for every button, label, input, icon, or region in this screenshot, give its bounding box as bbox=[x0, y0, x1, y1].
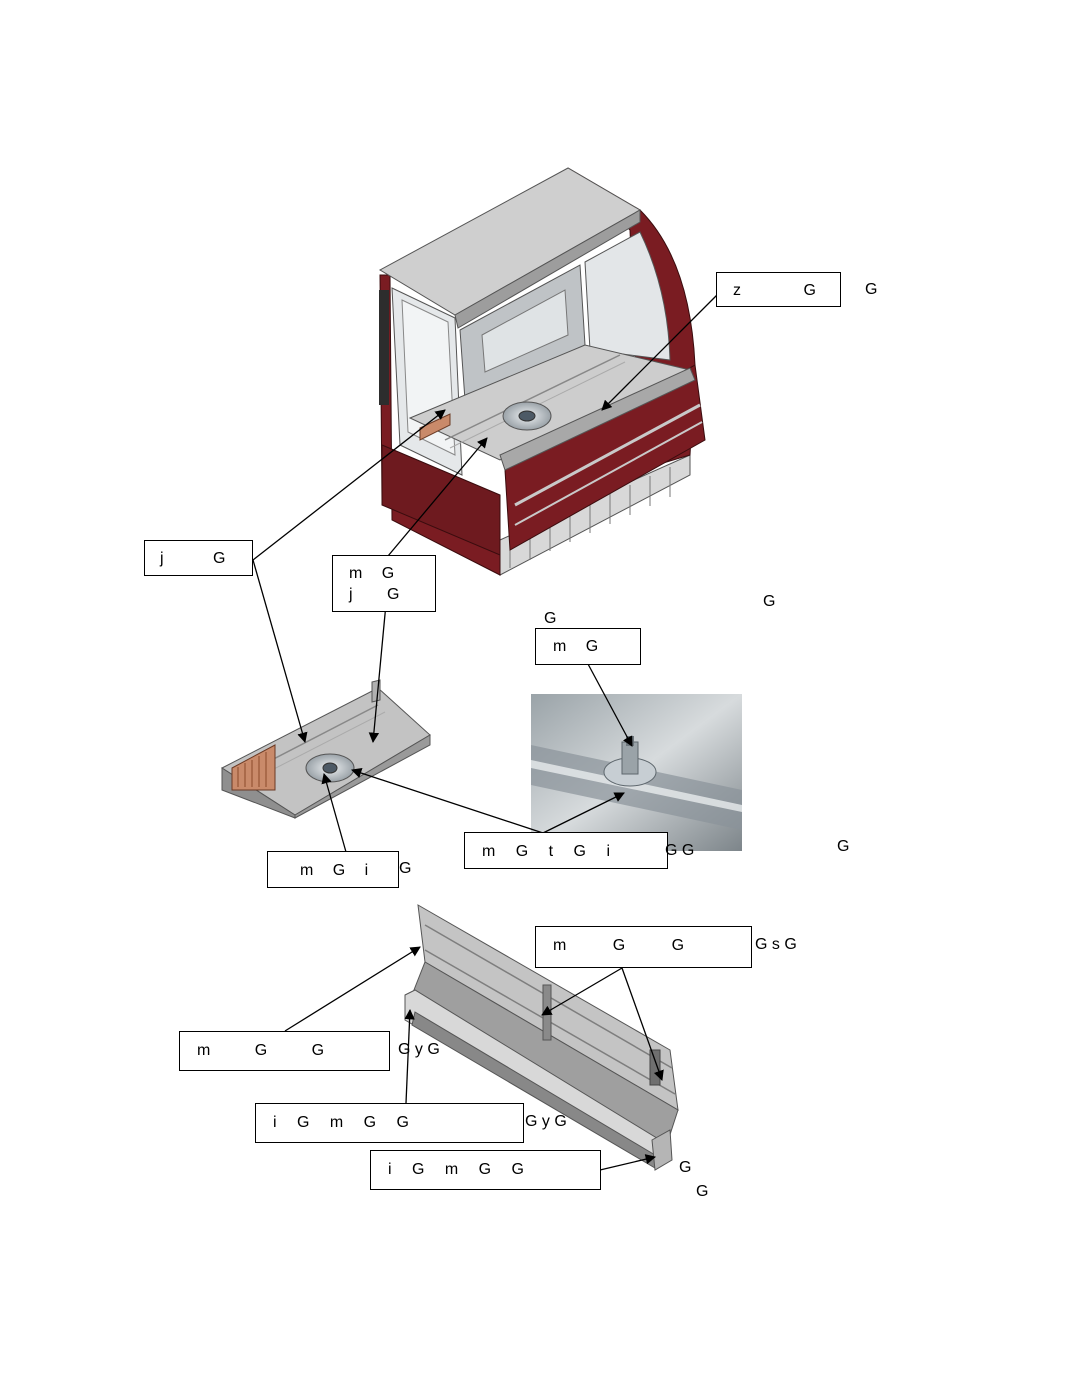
callout-box-5: m G t G i bbox=[464, 832, 668, 869]
callout-label: m G bbox=[553, 638, 599, 655]
stray-text: G bbox=[763, 593, 776, 610]
callout-box-4: m G bbox=[535, 628, 641, 665]
stray-text: G s G bbox=[755, 936, 797, 953]
stray-text: G y G bbox=[398, 1041, 440, 1058]
callout-box-1: z G bbox=[716, 272, 841, 307]
display-case-illustration bbox=[378, 167, 706, 576]
callout-label: m G G bbox=[553, 937, 685, 954]
callout-label: j G bbox=[160, 550, 226, 567]
callout-box-2: j G bbox=[144, 540, 253, 576]
stray-text: G bbox=[865, 281, 878, 298]
stray-text: G y G bbox=[525, 1113, 567, 1130]
callout-box-3: m G j G bbox=[332, 555, 436, 612]
callout-box-8: m G G bbox=[179, 1031, 390, 1071]
stray-text: G bbox=[399, 860, 412, 877]
fan-photo bbox=[531, 694, 742, 851]
fan-deck-illustration bbox=[221, 679, 431, 819]
callout-label: z G bbox=[733, 282, 816, 299]
callout-label: m G G bbox=[197, 1042, 325, 1059]
callout-label-line-1: m G bbox=[349, 565, 395, 582]
callout-box-10: i G m G G bbox=[370, 1150, 601, 1190]
callout-label-line-2: j G bbox=[349, 586, 400, 603]
stray-text: G bbox=[696, 1183, 709, 1200]
callout-label: m G t G i bbox=[482, 843, 610, 860]
stray-text: G bbox=[837, 838, 850, 855]
stray-text: G bbox=[679, 1159, 692, 1176]
callout-label: i G m G G bbox=[388, 1161, 524, 1178]
callout-box-6: m G i bbox=[267, 851, 399, 888]
stray-text: G bbox=[544, 610, 557, 627]
callout-label: i G m G G bbox=[273, 1114, 409, 1131]
callout-box-9: i G m G G bbox=[255, 1103, 524, 1143]
stray-text: G G bbox=[665, 842, 695, 859]
callout-label: m G i bbox=[300, 862, 369, 879]
callout-box-7: m G G bbox=[535, 926, 752, 968]
leader-arrows bbox=[252, 294, 718, 1171]
